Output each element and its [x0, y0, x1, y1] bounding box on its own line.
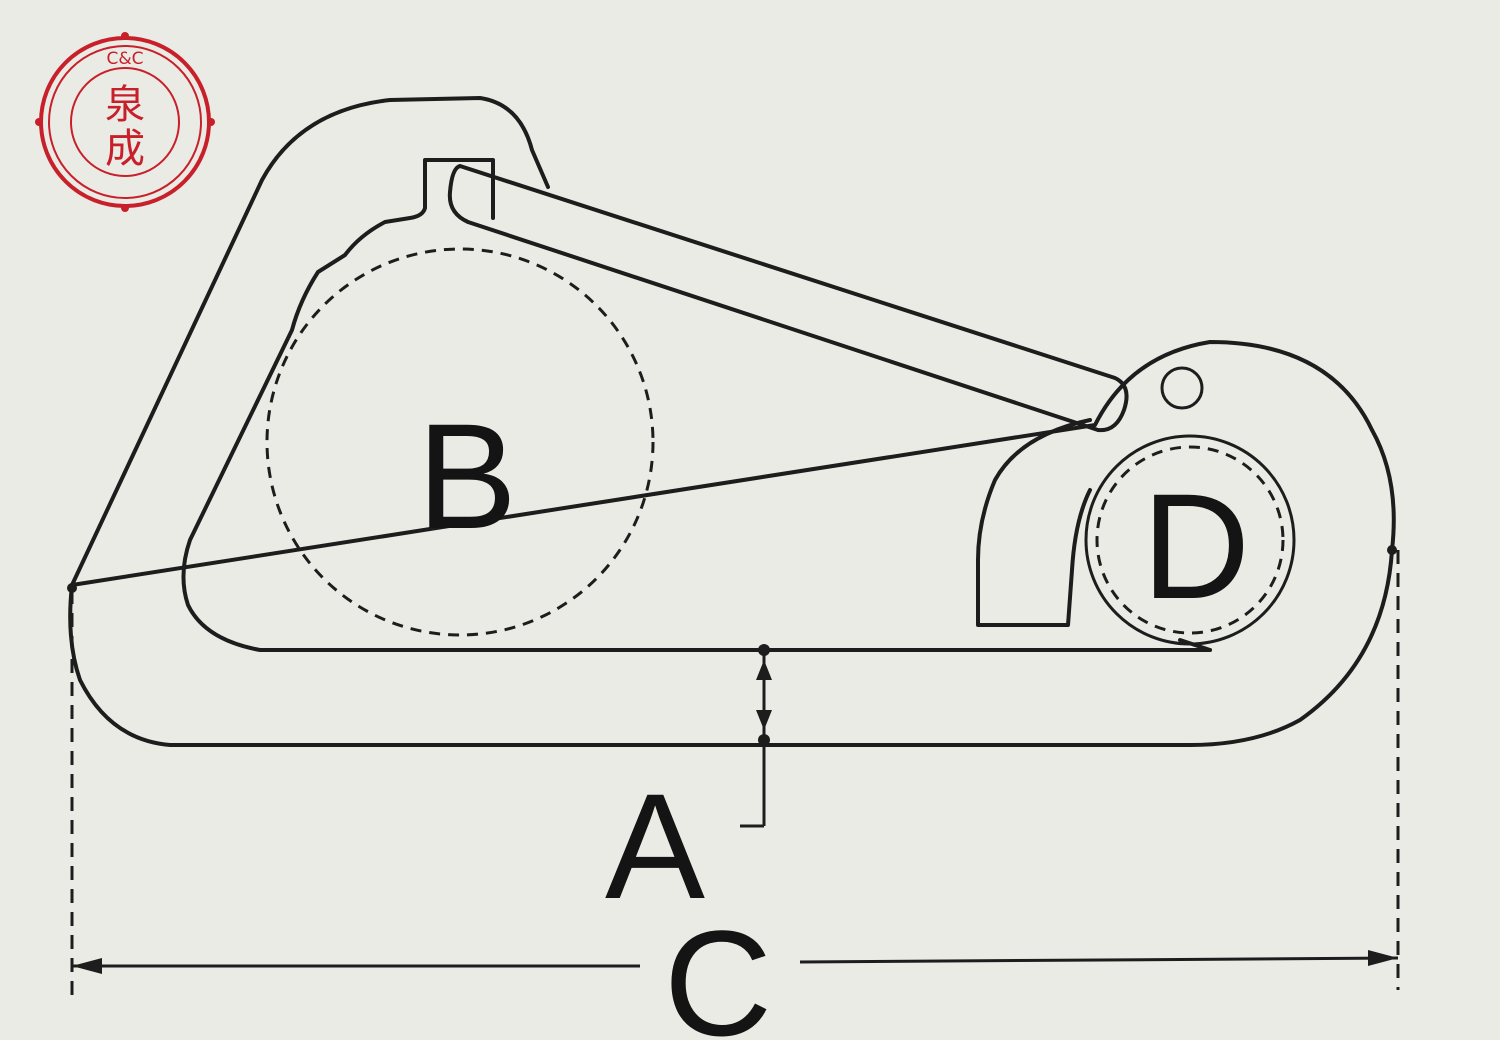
eye-d-circle [1084, 434, 1296, 646]
label-c: C [664, 899, 772, 1040]
label-a: A [605, 762, 705, 930]
carabiner-outer-outline [68, 96, 1396, 747]
seal-top-text: C&C [107, 49, 144, 69]
seal-char-bottom: 成 [105, 126, 145, 172]
gate-bar [447, 164, 1129, 433]
opening-b-dashed-circle [265, 247, 655, 637]
company-seal-logo: C&C 泉 成 [35, 32, 215, 212]
small-hole [1160, 366, 1204, 410]
carabiner-inner-outline [181, 158, 1212, 652]
label-d: D [1142, 462, 1250, 630]
label-b: B [417, 392, 517, 560]
eye-d-dashed-circle [1095, 445, 1285, 635]
dimension-a [740, 644, 772, 828]
seal-char-top: 泉 [105, 82, 145, 128]
dimension-c [67, 545, 1400, 995]
